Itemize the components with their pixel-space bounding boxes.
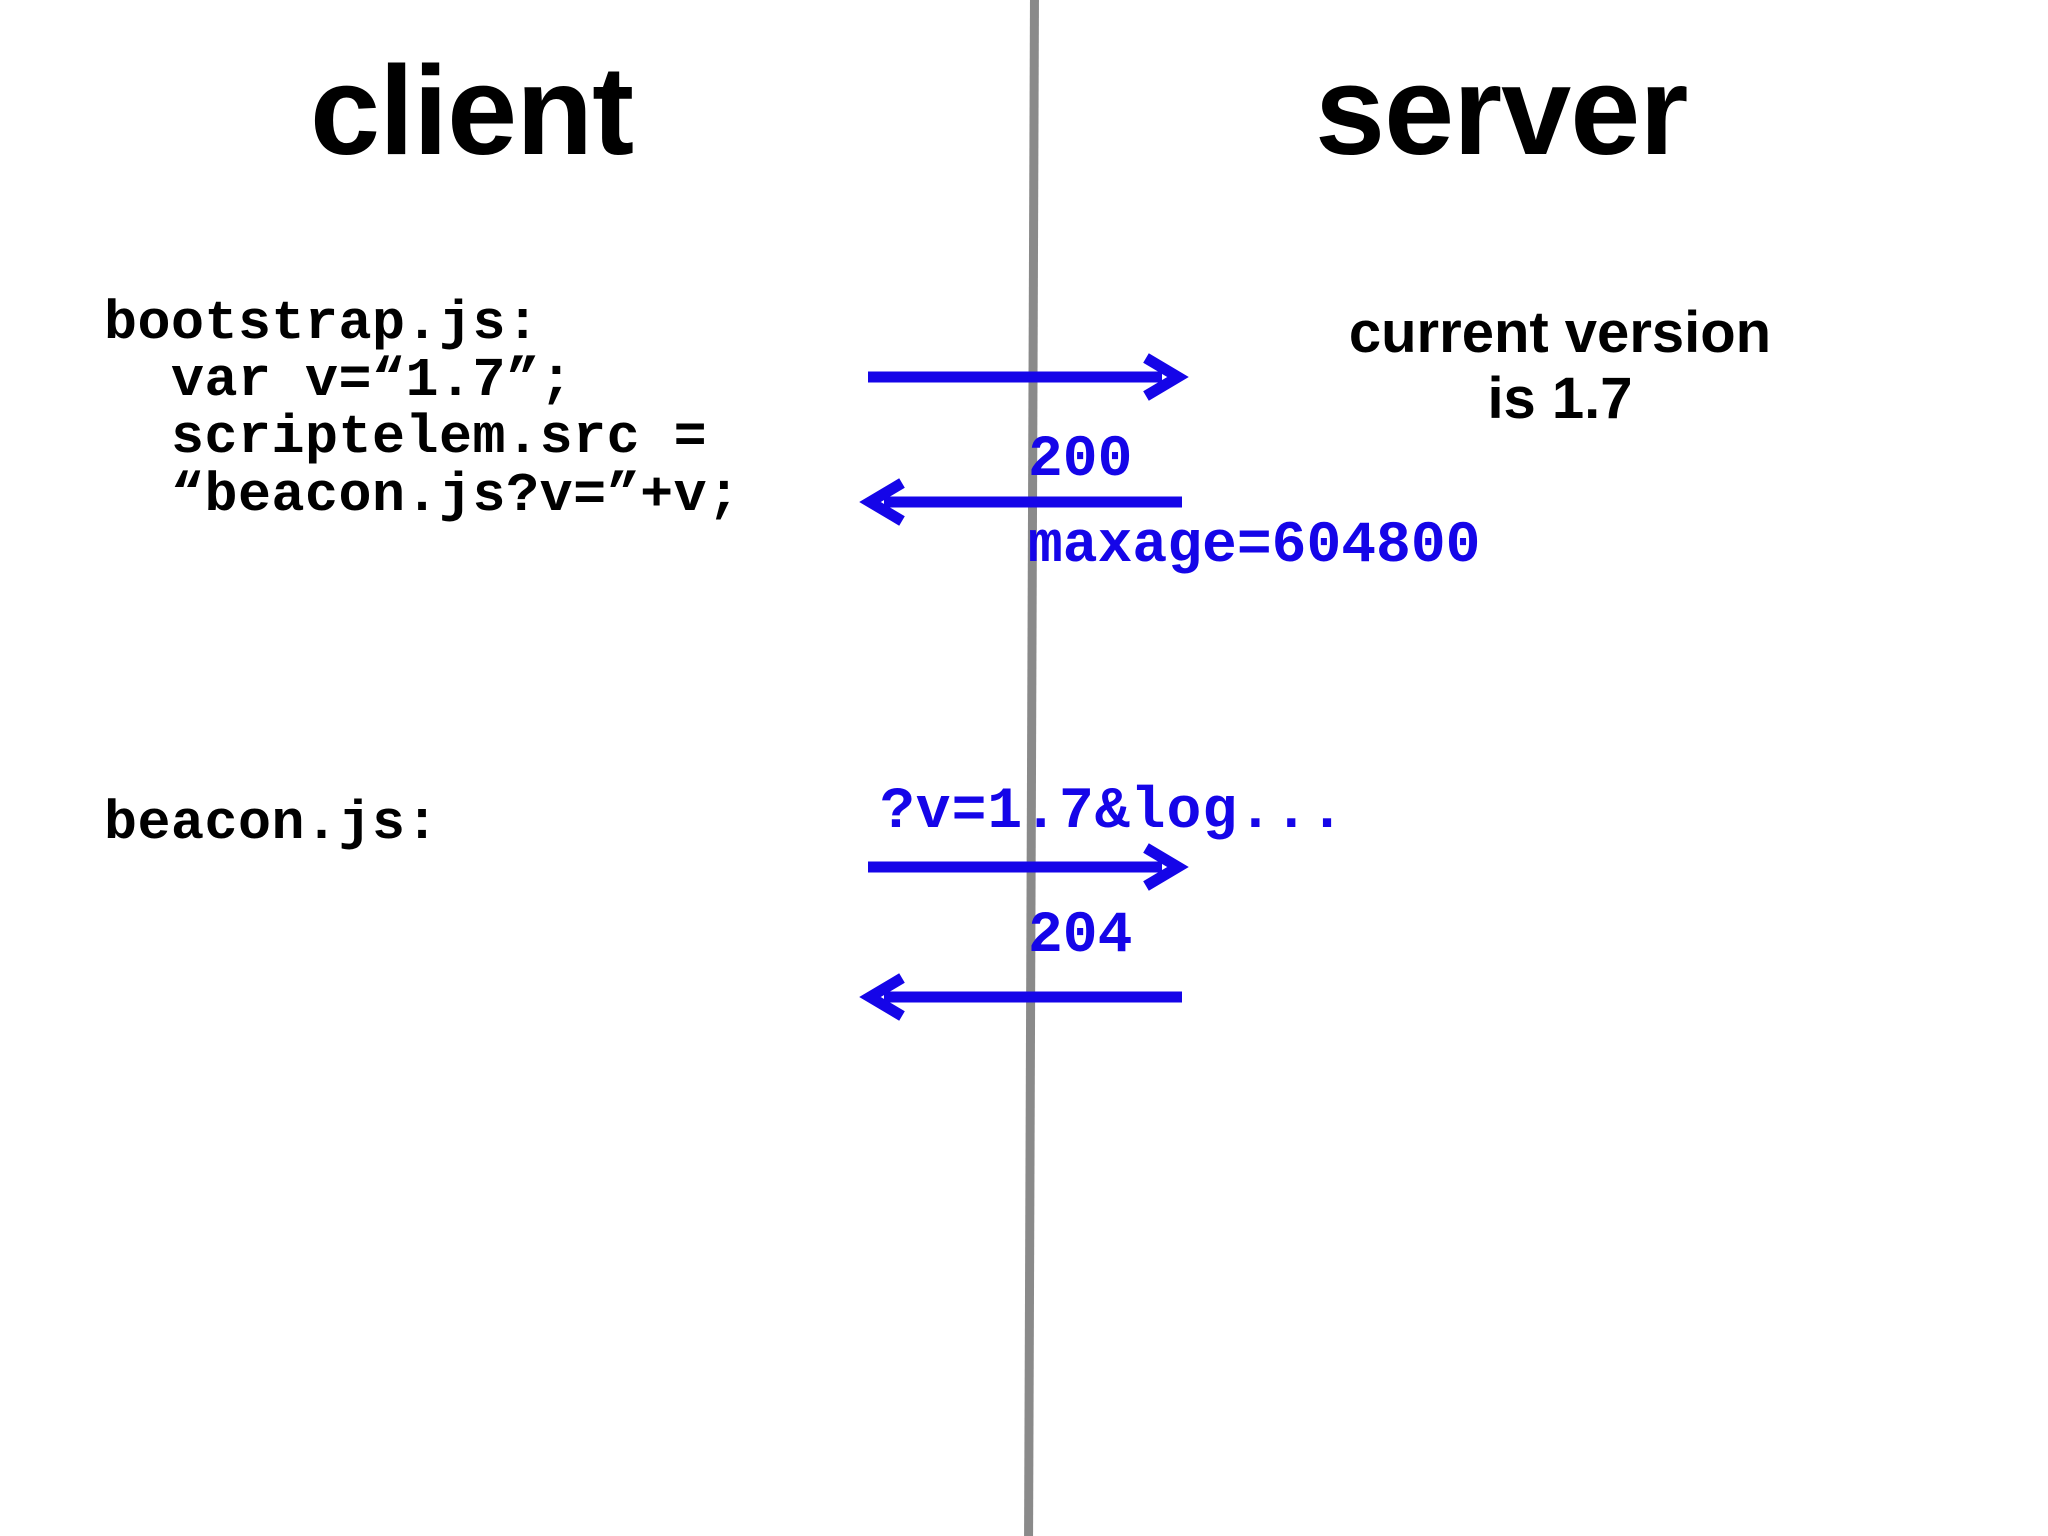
status-code-200-label: 200 (1028, 428, 1133, 493)
arrow-beacon-response-left (859, 973, 1182, 1021)
beacon-query-string-label: ?v=1.7&log... (880, 780, 1346, 845)
server-column-title: server (1315, 40, 1688, 181)
arrow-beacon-request-right (868, 843, 1189, 891)
server-current-version-note: current version is 1.7 (1348, 300, 1772, 431)
client-column-title: client (310, 40, 634, 181)
arrow-bootstrap-request-right (868, 353, 1189, 401)
beacon-js-label: beacon.js: (104, 792, 440, 855)
arrow-bootstrap-response-left (859, 478, 1182, 526)
status-code-204-label: 204 (1028, 904, 1133, 969)
maxage-header-label: maxage=604800 (1028, 514, 1481, 579)
bootstrap-js-code-block: bootstrap.js: var v=“1.7”; scriptelem.sr… (104, 292, 741, 527)
client-server-divider-line (1024, 0, 1039, 1536)
